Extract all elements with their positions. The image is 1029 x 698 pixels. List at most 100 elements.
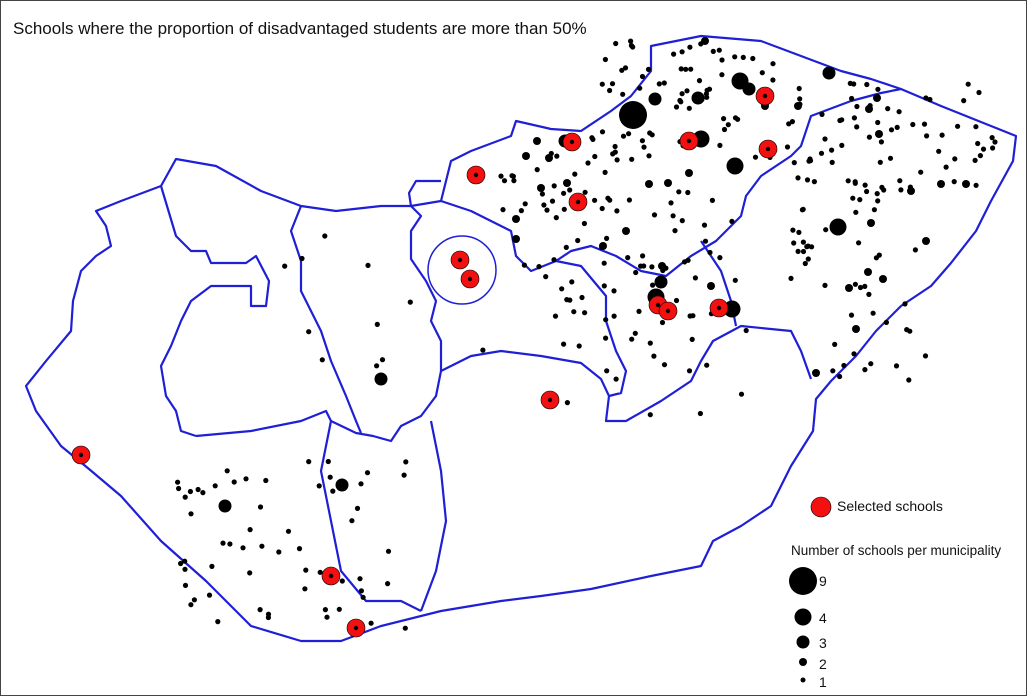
school-marker-small-106 (829, 159, 835, 165)
school-marker-small-183 (862, 367, 868, 373)
school-marker-small-182 (857, 284, 864, 291)
school-marker-small-234 (561, 190, 567, 196)
school-marker-30 (563, 179, 571, 187)
school-marker-small-283 (317, 569, 323, 575)
selected-school-center-2 (686, 138, 692, 144)
school-marker-small-356 (582, 310, 588, 316)
school-marker-small-282 (175, 479, 181, 485)
school-marker-small-156 (864, 188, 870, 195)
school-marker-small-53 (602, 56, 609, 63)
school-marker-small-34 (679, 91, 685, 97)
school-marker-small-110 (854, 124, 860, 130)
school-marker-small-362 (661, 362, 668, 368)
school-marker-small-252 (632, 330, 638, 336)
region-border-1 (159, 185, 271, 438)
school-marker-small-175 (876, 252, 882, 258)
school-marker-small-29 (607, 87, 613, 94)
school-marker-small-219 (539, 191, 546, 197)
school-marker-small-335 (407, 299, 413, 305)
selected-school-center-11 (716, 305, 722, 311)
school-marker-small-292 (182, 566, 188, 572)
school-marker-35 (645, 180, 653, 188)
school-marker-small-23 (641, 144, 647, 150)
school-marker-small-284 (206, 592, 213, 598)
school-marker-small-295 (354, 505, 361, 511)
school-marker-small-216 (544, 207, 550, 213)
selected-school-center-5 (473, 172, 479, 178)
school-marker-small-241 (729, 218, 735, 224)
school-marker-small-226 (601, 260, 607, 266)
school-marker-small-19 (696, 78, 703, 84)
school-marker-small-331 (379, 357, 386, 363)
school-marker-small-100 (927, 96, 933, 103)
school-marker-small-149 (851, 351, 857, 357)
school-marker-small-76 (796, 85, 802, 92)
school-marker-small-160 (868, 221, 874, 227)
school-marker-small-229 (582, 189, 588, 195)
legend-size-label-1: 1 (819, 674, 827, 690)
school-marker-small-162 (857, 197, 863, 203)
school-marker-small-82 (804, 177, 811, 183)
school-marker-small-124 (854, 103, 860, 110)
school-marker-small-105 (818, 150, 825, 156)
school-marker-small-319 (401, 472, 407, 478)
legend-selected-symbol (810, 496, 832, 518)
school-marker-43 (374, 372, 388, 386)
school-marker-small-78 (784, 144, 791, 150)
school-marker-small-186 (809, 244, 815, 250)
school-marker-small-232 (561, 206, 567, 212)
school-marker-small-257 (636, 308, 642, 314)
school-marker-small-354 (564, 400, 571, 406)
school-marker-32 (522, 152, 530, 160)
school-marker-small-153 (795, 248, 801, 254)
school-marker-small-24 (683, 66, 689, 72)
school-marker-small-75 (795, 175, 801, 181)
selected-school-center-8 (467, 276, 473, 282)
selected-school-center-12 (547, 397, 553, 403)
school-marker-45 (218, 499, 232, 513)
school-marker-small-285 (336, 606, 342, 612)
school-marker-small-18 (678, 66, 684, 72)
school-marker-small-35 (645, 66, 652, 72)
school-marker-small-164 (852, 179, 858, 185)
region-border-8 (319, 420, 422, 612)
school-marker-small-365 (604, 368, 610, 374)
school-marker-small-129 (955, 123, 961, 129)
school-marker-small-163 (788, 275, 794, 281)
school-marker-2 (648, 92, 662, 106)
school-marker-small-96 (972, 157, 978, 163)
school-marker-small-101 (822, 136, 828, 142)
school-marker-19 (879, 275, 887, 283)
school-marker-small-231 (676, 189, 682, 195)
school-marker-small-52 (759, 70, 765, 76)
school-marker-small-366 (686, 368, 693, 374)
school-marker-small-253 (702, 238, 709, 244)
school-marker-small-320 (364, 470, 371, 476)
school-marker-small-95 (888, 127, 895, 133)
selected-school-center-9 (655, 302, 661, 308)
school-marker-small-83 (924, 133, 930, 139)
school-marker-small-334 (365, 262, 371, 268)
school-marker-small-208 (500, 207, 506, 213)
school-marker-small-32 (677, 97, 683, 104)
school-marker-small-69 (684, 88, 690, 94)
school-marker-small-327 (357, 576, 363, 582)
school-marker-small-171 (907, 328, 913, 334)
legend-size-label-4: 4 (819, 610, 827, 626)
school-marker-small-111 (975, 140, 981, 147)
school-marker-small-144 (862, 283, 868, 289)
school-marker-small-210 (590, 136, 596, 142)
school-marker-small-64 (639, 73, 646, 80)
school-marker-small-70 (599, 129, 606, 135)
school-marker-small-31 (770, 77, 776, 83)
school-marker-small-343 (536, 264, 542, 270)
school-marker-small-261 (690, 313, 696, 319)
school-marker-small-79 (875, 119, 881, 126)
school-marker-small-50 (704, 94, 710, 100)
school-marker-small-193 (554, 153, 560, 159)
school-marker-small-317 (322, 607, 328, 613)
school-marker-small-242 (717, 255, 723, 261)
school-marker-8 (726, 157, 744, 175)
school-marker-small-197 (511, 178, 517, 184)
